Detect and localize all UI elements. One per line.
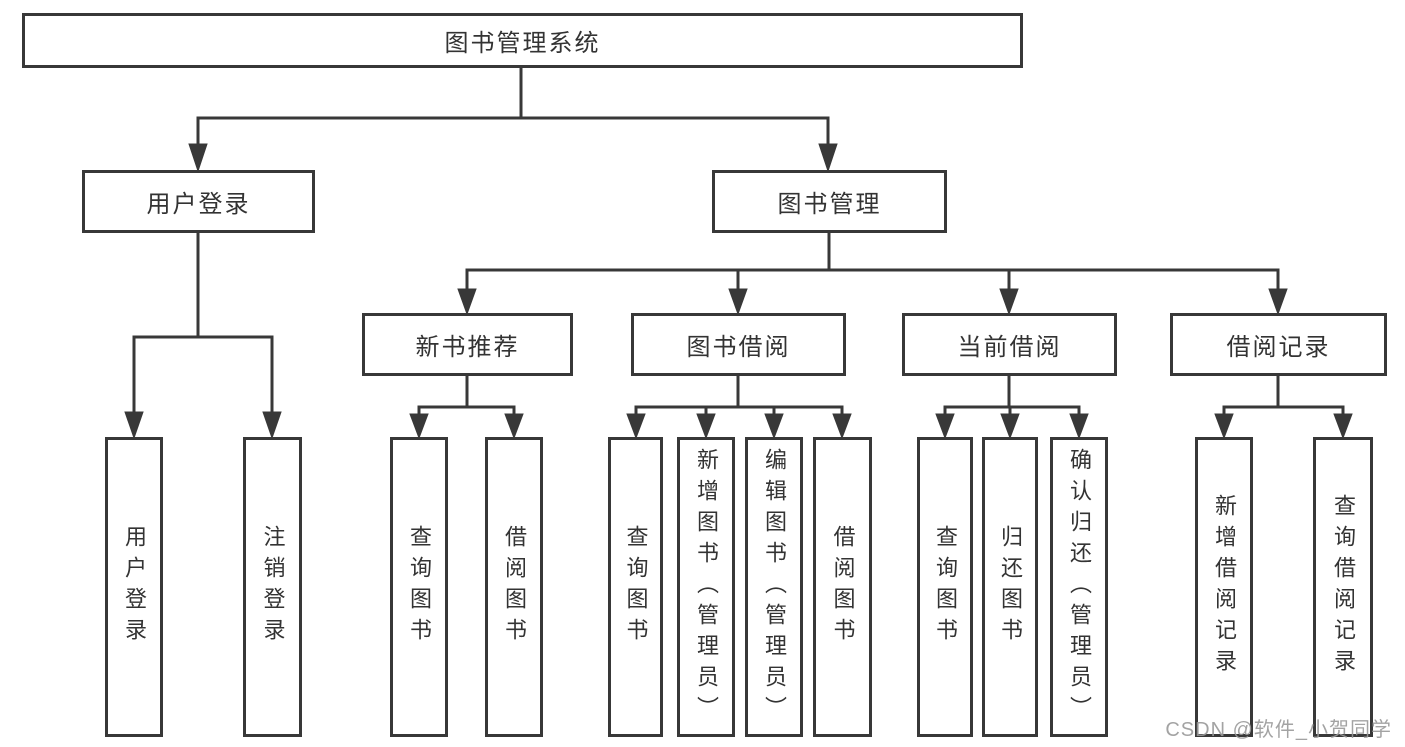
leaf-cb-query-books-label: 查询图书 [933, 525, 958, 649]
node-current-borrow-label: 当前借阅 [957, 334, 1062, 361]
node-new-book-recommend: 新书推荐 [362, 313, 573, 376]
node-library-system: 图书管理系统 [22, 13, 1023, 68]
leaf-br-add-record: 新增借阅记录 [1195, 437, 1253, 737]
node-library-system-label: 图书管理系统 [444, 30, 601, 57]
leaf-nb-borrow-books-label: 借阅图书 [502, 525, 527, 649]
node-book-management: 图书管理 [712, 170, 947, 233]
leaf-cb-confirm-return-admin: 确认归还（管理员） [1050, 437, 1108, 737]
leaf-cb-confirm-return-admin-label: 确认归还（管理员） [1067, 447, 1092, 727]
node-book-borrow-label: 图书借阅 [686, 334, 791, 361]
node-current-borrow: 当前借阅 [902, 313, 1117, 376]
leaf-bb-borrow-books-label: 借阅图书 [830, 525, 856, 649]
leaf-user-login: 用户登录 [105, 437, 163, 737]
leaf-bb-edit-books-admin: 编辑图书（管理员） [745, 437, 803, 737]
leaf-bb-borrow-books: 借阅图书 [813, 437, 872, 737]
leaf-cb-return-books: 归还图书 [982, 437, 1038, 737]
leaf-cb-return-books-label: 归还图书 [998, 525, 1023, 649]
leaf-br-query-record-label: 查询借阅记录 [1331, 494, 1356, 680]
leaf-nb-query-books: 查询图书 [390, 437, 448, 737]
leaf-user-login-label: 用户登录 [122, 525, 147, 649]
leaf-nb-borrow-books: 借阅图书 [485, 437, 543, 737]
node-user-login-label: 用户登录 [146, 191, 251, 218]
leaf-br-add-record-label: 新增借阅记录 [1212, 494, 1237, 680]
node-user-login: 用户登录 [82, 170, 315, 233]
leaf-logout-label: 注销登录 [260, 525, 286, 649]
node-book-borrow: 图书借阅 [631, 313, 846, 376]
node-book-management-label: 图书管理 [777, 191, 882, 218]
csdn-watermark: CSDN @软件_小贺同学 [1165, 719, 1392, 741]
leaf-br-query-record: 查询借阅记录 [1313, 437, 1373, 737]
node-new-book-recommend-label: 新书推荐 [415, 334, 520, 361]
leaf-bb-add-books-admin-label: 新增图书（管理员） [694, 447, 719, 727]
leaf-bb-edit-books-admin-label: 编辑图书（管理员） [762, 447, 787, 727]
leaf-bb-add-books-admin: 新增图书（管理员） [677, 437, 735, 737]
leaf-logout: 注销登录 [243, 437, 302, 737]
leaf-nb-query-books-label: 查询图书 [407, 525, 432, 649]
leaf-bb-query-books-label: 查询图书 [623, 525, 649, 649]
leaf-cb-query-books: 查询图书 [917, 437, 973, 737]
node-borrow-records: 借阅记录 [1170, 313, 1387, 376]
node-borrow-records-label: 借阅记录 [1226, 334, 1331, 361]
leaf-bb-query-books: 查询图书 [608, 437, 663, 737]
